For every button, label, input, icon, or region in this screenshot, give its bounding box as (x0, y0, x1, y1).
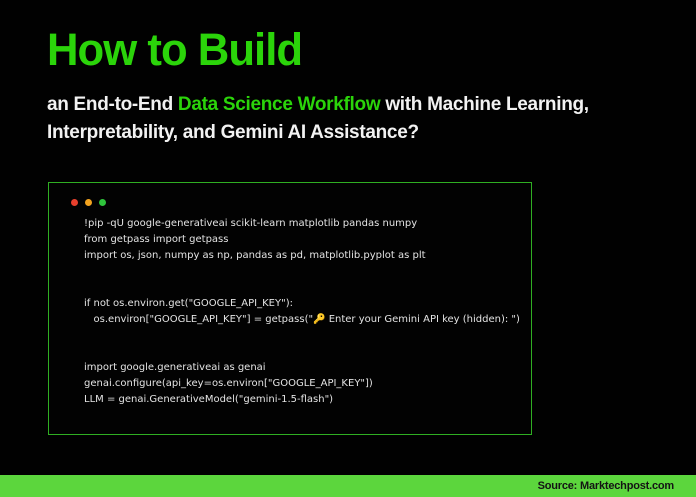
code-line (84, 264, 525, 280)
code-line: import os, json, numpy as np, pandas as … (84, 250, 426, 261)
subtitle-highlight: Data Science Workflow (177, 94, 381, 115)
code-line: from getpass import getpass (84, 234, 229, 245)
code-line (84, 344, 525, 360)
code-line (84, 328, 525, 344)
code-line: !pip -qU google-generativeai scikit-lear… (84, 218, 418, 229)
close-window-icon (71, 199, 78, 206)
minimize-window-icon (85, 199, 92, 206)
source-attribution: Source: Marktechpost.com (537, 480, 675, 492)
code-line: genai.configure(api_key=os.environ["GOOG… (84, 378, 373, 389)
code-line: LLM = genai.GenerativeModel("gemini-1.5-… (84, 394, 334, 405)
code-line: os.environ["GOOGLE_API_KEY"] = getpass("… (84, 314, 520, 325)
code-listing: !pip -qU google-generativeai scikit-lear… (84, 216, 525, 408)
code-window: !pip -qU google-generativeai scikit-lear… (48, 182, 532, 435)
page-title: How to Build (47, 24, 303, 75)
subtitle-part2: with Machine Learning, (385, 94, 589, 115)
code-line: if not os.environ.get("GOOGLE_API_KEY"): (84, 298, 293, 309)
subtitle-line2: Interpretability, and Gemini AI Assistan… (47, 122, 419, 143)
footer-bar: Source: Marktechpost.com (0, 475, 696, 497)
window-controls (71, 199, 106, 206)
code-line (84, 280, 525, 296)
maximize-window-icon (99, 199, 106, 206)
code-line: import google.generativeai as genai (84, 362, 266, 373)
page-subtitle: an End-to-End Data Science Workflow with… (47, 91, 677, 147)
subtitle-part1: an End-to-End (47, 94, 173, 115)
